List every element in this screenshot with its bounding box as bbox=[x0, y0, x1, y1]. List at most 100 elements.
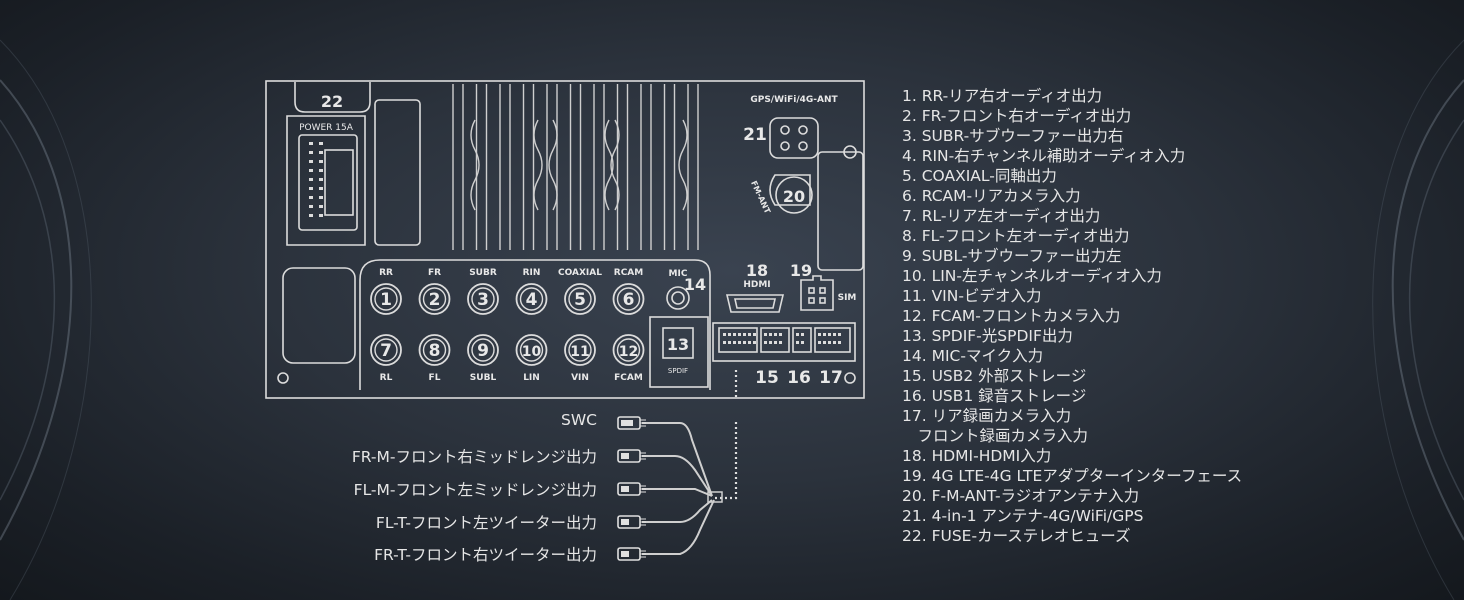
usb-pin bbox=[753, 341, 756, 344]
fr-m-label: FR-M-フロント右ミッドレンジ出力 bbox=[351, 448, 597, 466]
power-pin bbox=[319, 187, 323, 190]
rca-jack bbox=[418, 283, 451, 315]
sim-number: 19 bbox=[790, 261, 812, 280]
power-pin bbox=[319, 160, 323, 163]
rca-jack-label: FCAM bbox=[614, 373, 643, 383]
usb-pin bbox=[828, 333, 831, 336]
legend-item: 16. USB1 録音ストレージ bbox=[902, 387, 1087, 405]
usb-pin bbox=[743, 333, 746, 336]
legend-item: 4. RIN-右チャンネル補助オーディオ入力 bbox=[902, 147, 1186, 165]
hdmi-label: HDMI bbox=[743, 280, 770, 290]
rca-jack-label: VIN bbox=[571, 373, 589, 383]
power-pin bbox=[309, 160, 313, 163]
power-pin bbox=[319, 205, 323, 208]
legend-item: 9. SUBL-サブウーファー出力左 bbox=[902, 247, 1122, 265]
ant-label: GPS/WiFi/4G-ANT bbox=[750, 95, 838, 105]
sim-slot bbox=[800, 275, 834, 311]
fuse-slot bbox=[374, 99, 421, 246]
rca-jack bbox=[515, 283, 548, 315]
rca-jack bbox=[467, 283, 499, 315]
usb-pin bbox=[733, 333, 736, 336]
legend-item: 8. FL-フロント左オーディオ出力 bbox=[902, 227, 1130, 245]
legend-item: 2. FR-フロント右オーディオ出力 bbox=[902, 107, 1132, 125]
fl-t-label: FL-T-フロント左ツイーター出力 bbox=[375, 514, 597, 532]
decorative-swirl-left bbox=[0, 39, 92, 600]
legend-item: 5. COAXIAL-同軸出力 bbox=[902, 167, 1057, 185]
power-pin bbox=[309, 169, 313, 172]
usb-pin bbox=[748, 341, 751, 344]
rca-jack bbox=[515, 334, 548, 366]
usb-pin bbox=[723, 341, 726, 344]
legend-item: 10. LIN-左チャンネルオーディオ入力 bbox=[902, 267, 1162, 285]
usb-pin bbox=[738, 333, 741, 336]
legend-item: 19. 4G LTE-4G LTEアダプターインターフェース bbox=[902, 467, 1243, 485]
rca-jack-number: 11 bbox=[570, 344, 589, 360]
legend-item: 13. SPDIF-光SPDIF出力 bbox=[902, 327, 1073, 345]
rca-jack-number: 2 bbox=[429, 290, 441, 310]
legend-item: 6. RCAM-リアカメラ入力 bbox=[902, 187, 1081, 205]
spdif-port bbox=[662, 327, 694, 359]
rca-jack-label: SUBL bbox=[470, 373, 497, 383]
fm-label: FM-ANT bbox=[749, 179, 772, 215]
power-pin bbox=[309, 178, 313, 181]
rca-jack-label: FL bbox=[429, 373, 441, 383]
rca-jack-label: FR bbox=[428, 268, 441, 278]
rca-jack-number: 7 bbox=[380, 341, 392, 361]
usb-pin bbox=[801, 341, 804, 344]
rca-jack bbox=[370, 334, 402, 366]
usb-pin bbox=[774, 341, 777, 344]
power-pin bbox=[309, 151, 313, 154]
usb-pin bbox=[796, 341, 799, 344]
fm-antenna-plate bbox=[817, 151, 864, 271]
legend-item: 21. 4-in-1 アンテナ-4G/WiFi/GPS bbox=[902, 507, 1144, 525]
usb-pin bbox=[764, 341, 767, 344]
usb-pin bbox=[779, 341, 782, 344]
usb-pin bbox=[728, 333, 731, 336]
rca-bay bbox=[359, 259, 711, 390]
legend-item: フロント録画カメラ入力 bbox=[902, 427, 1089, 445]
power-connector-latch bbox=[324, 149, 354, 216]
spdif-port-frame bbox=[649, 316, 709, 388]
power-pin bbox=[319, 214, 323, 217]
rca-jack-number: 6 bbox=[623, 290, 635, 310]
legend-item: 20. F-M-ANT-ラジオアンテナ入力 bbox=[902, 487, 1140, 505]
usb-pin bbox=[738, 341, 741, 344]
legend-item: 14. MIC-マイク入力 bbox=[902, 347, 1044, 365]
rca-jack-label: COAXIAL bbox=[558, 268, 602, 278]
fuse-tab bbox=[294, 82, 371, 113]
spdif-label: SPDIF bbox=[668, 367, 688, 375]
usb-pin bbox=[728, 341, 731, 344]
power-pin bbox=[319, 178, 323, 181]
usb-pin bbox=[818, 341, 821, 344]
power-pin bbox=[319, 196, 323, 199]
rca-jack-label: SUBR bbox=[469, 268, 497, 278]
mic-number: 14 bbox=[684, 275, 706, 294]
mic-label: MIC bbox=[669, 269, 688, 279]
rca-jack-number: 8 bbox=[429, 341, 441, 361]
usb-pin bbox=[823, 341, 826, 344]
power-pin bbox=[309, 205, 313, 208]
usb-pin bbox=[833, 333, 836, 336]
usb-pin bbox=[774, 333, 777, 336]
usb-block bbox=[712, 322, 856, 362]
legend-item: 18. HDMI-HDMI入力 bbox=[902, 447, 1052, 465]
rca-jack bbox=[564, 334, 596, 366]
rca-jack bbox=[612, 283, 645, 315]
legend-item: 11. VIN-ビデオ入力 bbox=[902, 287, 1042, 305]
rca-jack-label: RIN bbox=[523, 268, 541, 278]
rca-jack bbox=[370, 283, 402, 315]
usb-pin bbox=[828, 341, 831, 344]
usb-pin bbox=[838, 341, 841, 344]
legend-item: 1. RR-リア右オーディオ出力 bbox=[902, 87, 1103, 105]
fl-m-label: FL-M-フロント左ミッドレンジ出力 bbox=[353, 481, 597, 499]
rca-jack-label: RCAM bbox=[614, 268, 644, 278]
rca-jack-number: 1 bbox=[380, 290, 392, 310]
rca-jack-number: 12 bbox=[619, 344, 638, 360]
rca-jack-label: RL bbox=[380, 373, 393, 383]
antenna-4in1-connector bbox=[769, 117, 819, 159]
sim-label: SIM bbox=[838, 293, 857, 303]
rca-jack-number: 4 bbox=[526, 290, 538, 310]
power-pin bbox=[309, 196, 313, 199]
cable-harness bbox=[617, 416, 738, 561]
